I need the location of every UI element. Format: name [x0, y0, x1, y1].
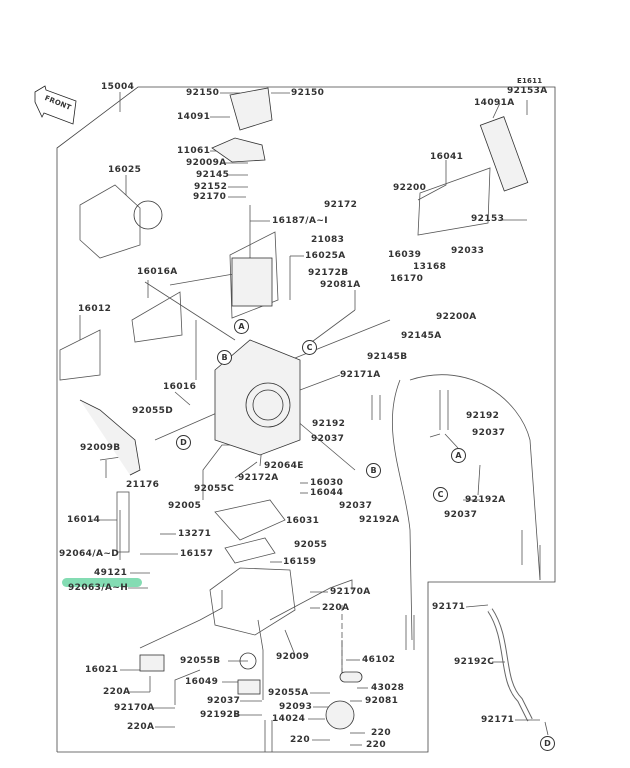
ref-marker-b: B: [217, 350, 232, 365]
part-label[interactable]: 92192A: [465, 495, 506, 505]
part-label[interactable]: 92172: [324, 200, 358, 210]
part-label[interactable]: 92033: [451, 246, 485, 256]
part-label[interactable]: 92145B: [367, 352, 408, 362]
part-label[interactable]: 92037: [444, 510, 478, 520]
carburetor-body: [79, 87, 529, 730]
part-label[interactable]: 16044: [310, 488, 344, 498]
part-label[interactable]: 16025A: [305, 251, 346, 261]
assembly-frame: [56, 86, 556, 753]
part-label[interactable]: 92152: [194, 182, 228, 192]
part-label[interactable]: 92055D: [132, 406, 174, 416]
part-label[interactable]: 16014: [67, 515, 101, 525]
part-label[interactable]: 92064/A~D: [59, 549, 120, 559]
part-label[interactable]: 92009: [276, 652, 310, 662]
part-label[interactable]: 92171A: [340, 370, 381, 380]
diagram-code: E1611: [517, 77, 543, 85]
part-label[interactable]: 92093: [279, 702, 313, 712]
part-label[interactable]: 49121: [94, 568, 128, 578]
part-label[interactable]: 11061: [177, 146, 211, 156]
part-label[interactable]: 220: [366, 740, 386, 750]
part-label[interactable]: 16025: [108, 165, 142, 175]
part-label[interactable]: 92063/A~H: [68, 583, 129, 593]
part-label[interactable]: 14091A: [474, 98, 515, 108]
part-label[interactable]: 92009A: [186, 158, 227, 168]
ref-marker-c: C: [433, 487, 448, 502]
part-label[interactable]: 220A: [322, 603, 350, 613]
part-label[interactable]: 92150: [291, 88, 325, 98]
part-label[interactable]: 92171: [432, 602, 466, 612]
part-label[interactable]: 14091: [177, 112, 211, 122]
part-label[interactable]: 16016: [163, 382, 197, 392]
part-label[interactable]: 21176: [126, 480, 160, 490]
part-label[interactable]: 92150: [186, 88, 220, 98]
part-label[interactable]: 16021: [85, 665, 119, 675]
ref-marker-d: D: [540, 736, 555, 751]
ref-marker-d: D: [176, 435, 191, 450]
part-label[interactable]: 92200A: [436, 312, 477, 322]
part-label[interactable]: 220A: [103, 687, 131, 697]
part-label[interactable]: 92192C: [454, 657, 495, 667]
part-label[interactable]: 220: [290, 735, 310, 745]
part-label[interactable]: 92192: [312, 419, 346, 429]
part-label[interactable]: 92145: [196, 170, 230, 180]
part-label[interactable]: 16016A: [137, 267, 178, 277]
part-label[interactable]: 92172B: [308, 268, 349, 278]
part-label[interactable]: 92055C: [194, 484, 235, 494]
part-label[interactable]: 92055A: [268, 688, 309, 698]
part-label[interactable]: 92055: [294, 540, 328, 550]
part-label[interactable]: 92172A: [238, 473, 279, 483]
part-label[interactable]: 92145A: [401, 331, 442, 341]
part-label[interactable]: 220A: [127, 722, 155, 732]
part-label[interactable]: 92037: [311, 434, 345, 444]
part-label[interactable]: 43028: [371, 683, 405, 693]
part-label[interactable]: 46102: [362, 655, 396, 665]
ref-marker-a: A: [451, 448, 466, 463]
part-label[interactable]: 92037: [207, 696, 241, 706]
part-label[interactable]: 92171: [481, 715, 515, 725]
part-label[interactable]: 15004: [101, 82, 135, 92]
part-label[interactable]: 92037: [339, 501, 373, 511]
part-label[interactable]: 16012: [78, 304, 112, 314]
part-label[interactable]: 14024: [272, 714, 306, 724]
part-label[interactable]: 92153: [471, 214, 505, 224]
part-label[interactable]: 92064E: [264, 461, 304, 471]
part-label[interactable]: 92170A: [114, 703, 155, 713]
part-label[interactable]: 16030: [310, 478, 344, 488]
ref-marker-a: A: [234, 319, 249, 334]
ref-marker-c: C: [302, 340, 317, 355]
part-label[interactable]: 16157: [180, 549, 214, 559]
part-label[interactable]: 16031: [286, 516, 320, 526]
part-label[interactable]: 92037: [472, 428, 506, 438]
part-label[interactable]: 16159: [283, 557, 317, 567]
part-label[interactable]: 92081A: [320, 280, 361, 290]
front-arrow-icon: [34, 85, 77, 125]
part-label[interactable]: 92192B: [200, 710, 241, 720]
part-label[interactable]: 16049: [185, 677, 219, 687]
part-label[interactable]: 92200: [393, 183, 427, 193]
part-label[interactable]: 220: [371, 728, 391, 738]
part-label[interactable]: 92005: [168, 501, 202, 511]
highlight-mark: [62, 578, 142, 587]
ref-marker-b: B: [366, 463, 381, 478]
part-label[interactable]: 92170: [193, 192, 227, 202]
part-label[interactable]: 13168: [413, 262, 447, 272]
part-label[interactable]: 92009B: [80, 443, 121, 453]
part-label[interactable]: 13271: [178, 529, 212, 539]
part-label[interactable]: 92192A: [359, 515, 400, 525]
part-label[interactable]: 16039: [388, 250, 422, 260]
part-label[interactable]: 92055B: [180, 656, 221, 666]
part-label[interactable]: 92170A: [330, 587, 371, 597]
part-label[interactable]: 92081: [365, 696, 399, 706]
part-label[interactable]: 16041: [430, 152, 464, 162]
part-label[interactable]: 92153A: [507, 86, 548, 96]
part-label[interactable]: 21083: [311, 235, 345, 245]
part-label[interactable]: 92192: [466, 411, 500, 421]
part-label[interactable]: 16187/A~I: [272, 216, 329, 226]
part-label[interactable]: 16170: [390, 274, 424, 284]
